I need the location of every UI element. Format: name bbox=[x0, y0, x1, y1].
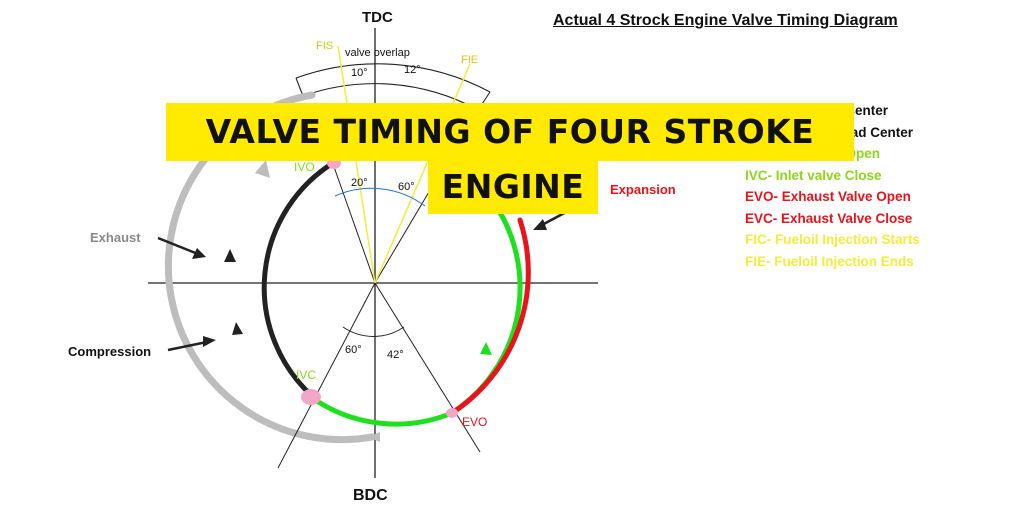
compression-arrowhead-2 bbox=[232, 322, 243, 335]
diagram-title: Actual 4 Strock Engine Valve Timing Diag… bbox=[553, 12, 898, 29]
angle-arc-top bbox=[334, 187, 426, 207]
fis-ray bbox=[337, 45, 376, 284]
overlap-inner-arc bbox=[302, 83, 479, 111]
overlap-outer-arc bbox=[295, 63, 491, 93]
exhaust-arrowhead-bottom bbox=[368, 432, 380, 442]
evo-marker bbox=[446, 408, 458, 418]
angle-60-top-label: 60° bbox=[398, 181, 415, 193]
banner-line-1: VALVE TIMING OF FOUR STROKE bbox=[166, 103, 854, 161]
legend-item: FIC- Fueloil Injection Starts bbox=[745, 232, 920, 247]
evo-ray bbox=[374, 282, 481, 453]
ivc-marker bbox=[301, 389, 321, 405]
exhaust-pointer-head bbox=[192, 248, 206, 259]
expansion-pointer-head bbox=[533, 219, 547, 230]
ivo-ray bbox=[332, 163, 376, 284]
suction-arc-bottom bbox=[308, 394, 455, 427]
legend-item: FIE- Fueloil Injection Ends bbox=[745, 253, 914, 269]
bdc-label: BDC bbox=[353, 487, 388, 504]
angle-12-label: 12° bbox=[404, 64, 421, 76]
fie-ray bbox=[374, 63, 471, 284]
angle-10-label: 10° bbox=[351, 67, 368, 79]
valve-overlap-label: valve overlap bbox=[345, 47, 410, 59]
suction-arrowhead bbox=[480, 342, 492, 355]
evo-label: EVO bbox=[462, 415, 487, 429]
compression-label: Compression bbox=[68, 344, 151, 359]
tdc-label: TDC bbox=[362, 9, 393, 26]
expansion-arc bbox=[449, 217, 531, 416]
angle-arc-bottom bbox=[342, 326, 405, 337]
compression-pointer bbox=[167, 340, 208, 352]
fis-label: FIS bbox=[316, 40, 333, 52]
compression-arc bbox=[261, 160, 336, 398]
overlap-left-edge bbox=[295, 77, 304, 97]
ivc-label: IVC bbox=[296, 368, 316, 382]
compression-arrowhead bbox=[224, 249, 236, 262]
exhaust-arrowhead bbox=[255, 160, 270, 178]
ivc-ray bbox=[277, 282, 376, 469]
fie-label: FIE bbox=[461, 54, 478, 66]
ivo-label: IVO bbox=[294, 160, 315, 174]
angle-20-label: 20° bbox=[351, 177, 368, 189]
banner-line-2: ENGINE bbox=[428, 160, 598, 214]
legend-item: IVC- Inlet valve Close bbox=[745, 167, 882, 183]
legend-item: EVO- Exhaust Valve Open bbox=[745, 189, 911, 204]
exhaust-pointer bbox=[157, 236, 199, 256]
angle-60-bottom-label: 60° bbox=[345, 344, 362, 356]
expansion-label: Expansion bbox=[610, 182, 676, 197]
compression-pointer-head bbox=[203, 336, 216, 347]
legend-item: EVC- Exhaust Valve Close bbox=[745, 210, 913, 226]
exhaust-label: Exhaust bbox=[90, 230, 141, 245]
angle-42-label: 42° bbox=[387, 349, 404, 361]
